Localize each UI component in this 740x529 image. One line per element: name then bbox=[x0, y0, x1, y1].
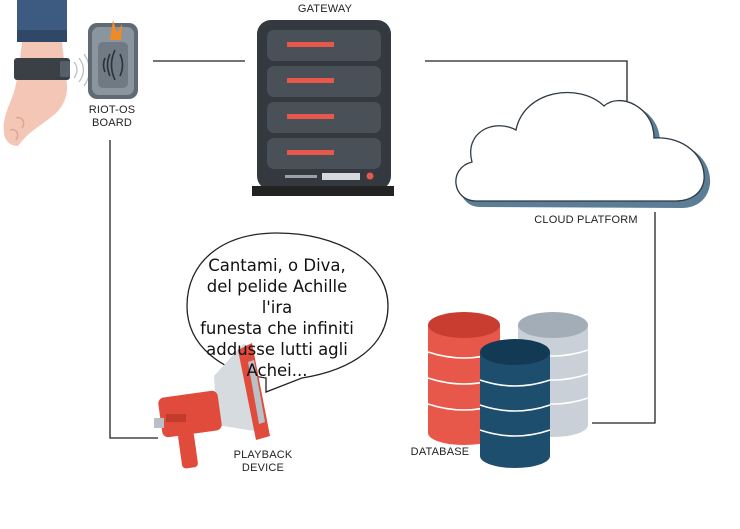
gateway-label: GATEWAY bbox=[297, 3, 353, 15]
megaphone-icon bbox=[154, 343, 270, 469]
speech-line: Cantami, o Diva, bbox=[208, 256, 346, 275]
database-label: DATABASE bbox=[410, 446, 470, 458]
speech-bubble-text: Cantami, o Diva, del pelide Achille l'ir… bbox=[192, 255, 362, 381]
speech-line: Achei... bbox=[246, 361, 308, 380]
gateway-server-icon bbox=[252, 20, 394, 196]
database-icon bbox=[427, 312, 589, 468]
connectors bbox=[109, 60, 656, 439]
riot-board-label-line2: BOARD bbox=[91, 117, 133, 129]
speech-line: addusse lutti agli bbox=[206, 340, 348, 359]
nfc-icon bbox=[102, 49, 124, 81]
playback-label-line2: DEVICE bbox=[241, 462, 285, 474]
hand bbox=[3, 42, 68, 146]
db-cylinder-navy bbox=[479, 339, 551, 468]
connector-board-playback bbox=[109, 140, 158, 439]
connector-gateway-cloud bbox=[425, 60, 628, 102]
wristband bbox=[14, 58, 70, 80]
signal-waves bbox=[73, 53, 91, 87]
wrist-wearable-icon bbox=[3, 0, 138, 146]
speech-line: funesta che infiniti bbox=[200, 319, 354, 338]
cloud-icon bbox=[455, 92, 711, 208]
riot-board-label: RIOT-OS BOARD bbox=[84, 104, 140, 130]
playback-label-line1: PLAYBACK bbox=[233, 449, 293, 461]
speech-line: del pelide Achille l'ira bbox=[206, 277, 348, 317]
riot-board-label-line1: RIOT-OS bbox=[88, 104, 136, 116]
playback-device-label: PLAYBACK DEVICE bbox=[228, 449, 298, 475]
cloud-platform-label: CLOUD PLATFORM bbox=[534, 214, 638, 226]
server-units bbox=[267, 30, 381, 169]
connector-cloud-database bbox=[592, 212, 656, 424]
riot-board-device bbox=[88, 20, 138, 99]
